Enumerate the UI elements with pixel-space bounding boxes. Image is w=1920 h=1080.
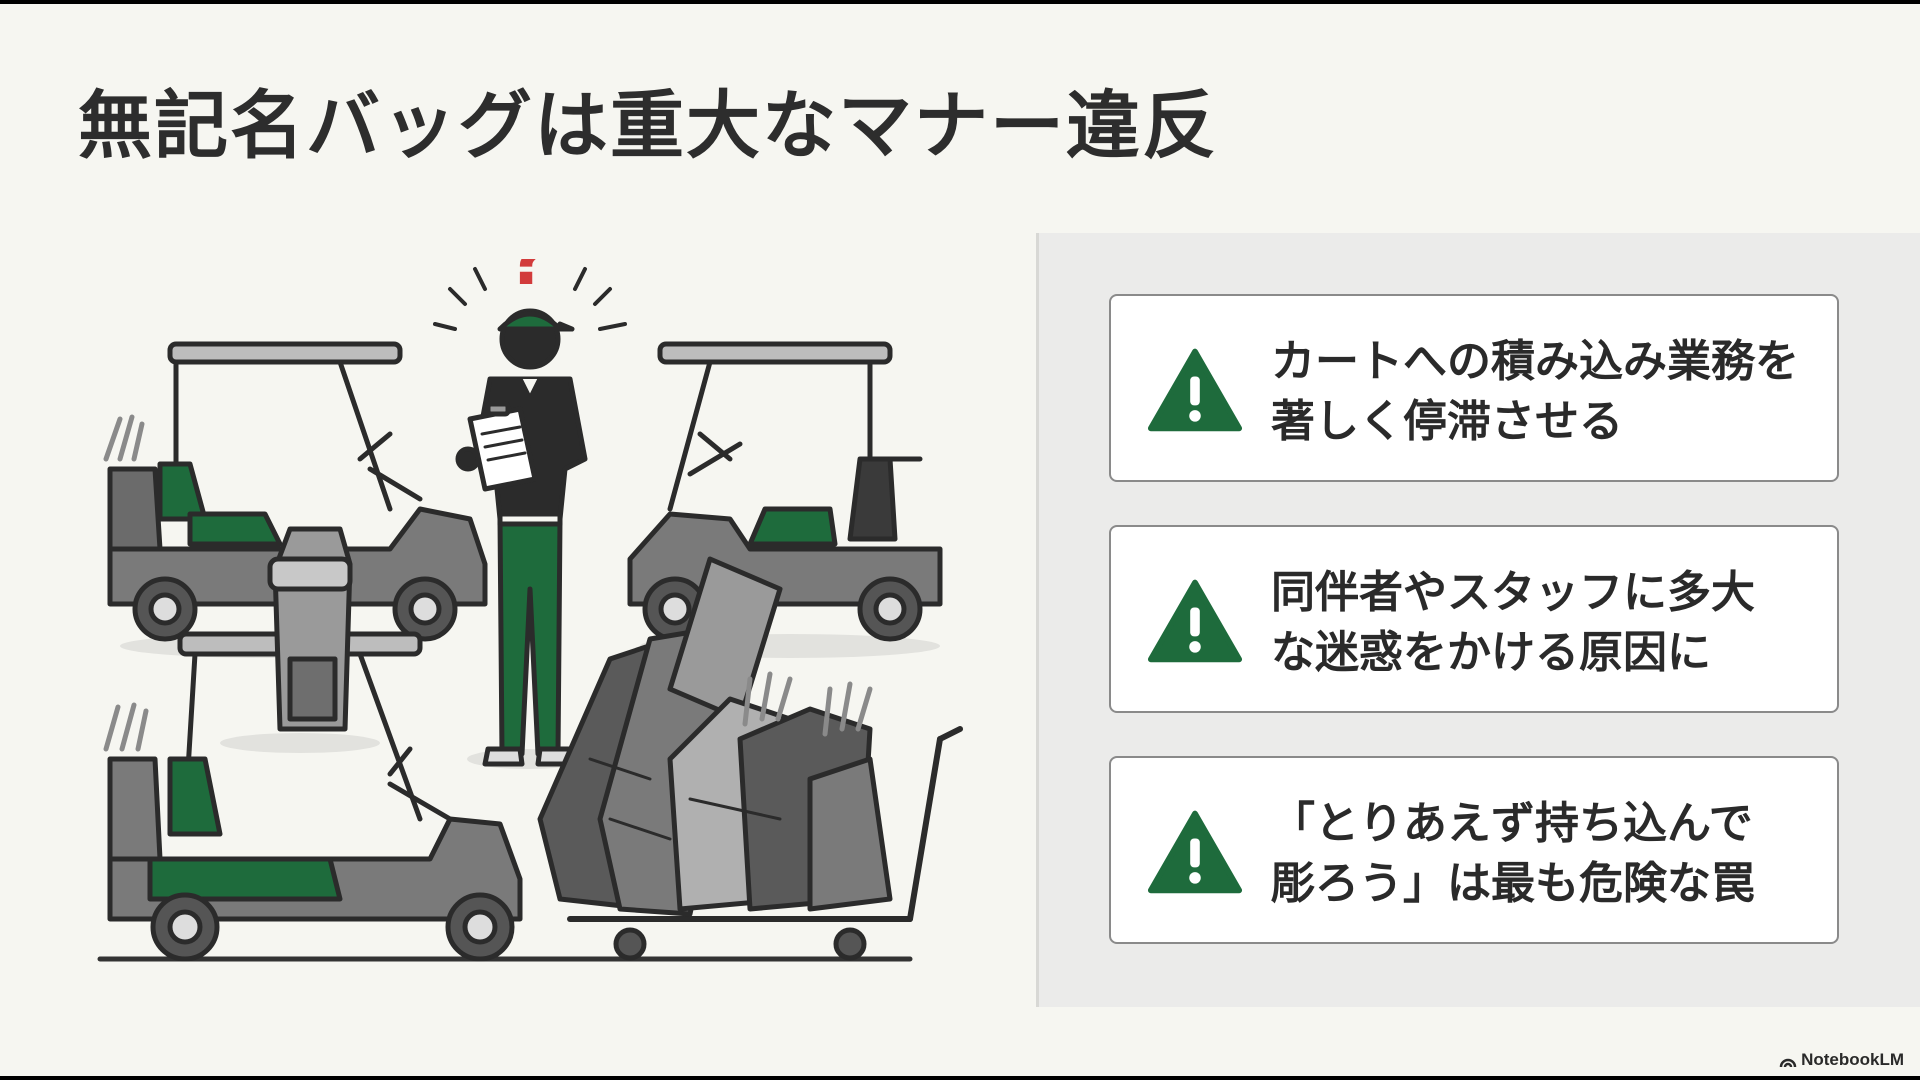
notebooklm-brand: NotebookLM <box>1779 1050 1904 1070</box>
staff-member-figure: ? <box>433 259 627 767</box>
golf-bag-pile-trolley <box>537 556 963 961</box>
notebooklm-logo-icon <box>1779 1058 1797 1068</box>
warning-card-line: カートへの積み込み業務を <box>1271 336 1799 387</box>
warning-icon <box>1147 348 1243 432</box>
golf-bag-standalone <box>267 526 353 732</box>
warning-card-1: カートへの積み込み業務を 著しく停滞させる <box>1109 294 1839 482</box>
warning-card-3: 「とりあえず持ち込んで 彫ろう」は最も危険な罠 <box>1109 756 1839 944</box>
warning-card-line: 「とりあえず持ち込んで <box>1271 798 1753 849</box>
question-mark: ? <box>508 259 549 301</box>
warning-card-line: な迷惑をかける原因に <box>1271 627 1711 678</box>
warning-icon <box>1147 810 1243 894</box>
warning-card-text: 同伴者やスタッフに多大 な迷惑をかける原因に <box>1271 563 1811 683</box>
golf-cart-bottom-left <box>103 631 523 962</box>
warning-card-line: 彫ろう」は最も危険な罠 <box>1271 858 1755 909</box>
warning-card-text: カートへの積み込み業務を 著しく停滞させる <box>1271 332 1811 452</box>
warning-card-line: 著しく停滞させる <box>1271 396 1623 447</box>
slide: 無記名バッグは重大なマナー違反 <box>0 4 1920 1076</box>
warning-card-text: 「とりあえず持ち込んで 彫ろう」は最も危険な罠 <box>1271 794 1811 914</box>
warning-panel: カートへの積み込み業務を 著しく停滞させる 同伴者やスタッフに多大 な迷惑をかけ… <box>1036 233 1920 1007</box>
slide-title: 無記名バッグは重大なマナー違反 <box>78 83 1218 169</box>
golf-cart-top-right <box>627 341 943 642</box>
golf-cart-illustration: ? <box>97 259 963 962</box>
brand-label: NotebookLM <box>1801 1050 1904 1069</box>
warning-card-2: 同伴者やスタッフに多大 な迷惑をかける原因に <box>1109 525 1839 713</box>
warning-icon <box>1147 579 1243 663</box>
warning-card-line: 同伴者やスタッフに多大 <box>1271 567 1755 618</box>
